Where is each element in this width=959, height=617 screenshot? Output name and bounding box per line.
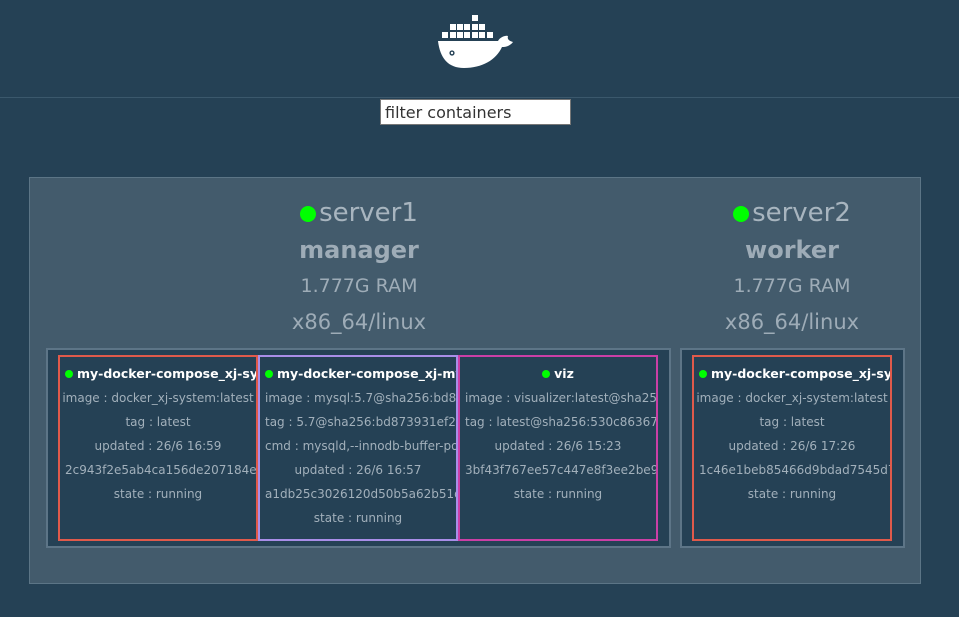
node-server2-tasks: my-docker-compose_xj-system image : dock… bbox=[680, 348, 905, 548]
node-server2-header: server2 worker 1.777G RAM x86_64/linux bbox=[682, 178, 902, 348]
status-dot-icon bbox=[542, 370, 551, 378]
service-tag: tag : latest@sha256:530c863672e7 bbox=[465, 415, 658, 429]
service-state: state : running bbox=[313, 511, 403, 525]
node-name: server1 bbox=[220, 196, 498, 230]
node-arch: x86_64/linux bbox=[724, 310, 860, 334]
status-dot-icon bbox=[733, 206, 750, 222]
node-server1-tasks: my-docker-compose_xj-system image : dock… bbox=[46, 348, 671, 548]
service-image: image : visualizer:latest@sha256:5 bbox=[465, 391, 658, 405]
docker-whale-icon bbox=[438, 15, 513, 68]
service-updated: updated : 26/6 15:23 bbox=[494, 439, 622, 453]
node-arch: x86_64/linux bbox=[291, 310, 427, 334]
service-id: 1c46e1beb85466d9bdad7545d72c bbox=[699, 463, 892, 477]
service-updated: updated : 26/6 17:26 bbox=[728, 439, 856, 453]
service-card-xj-mysql[interactable]: my-docker-compose_xj-mysql image : mysql… bbox=[258, 355, 458, 541]
cluster-panel: server1 manager 1.777G RAM x86_64/linux … bbox=[29, 177, 921, 584]
service-tag: tag : latest bbox=[759, 415, 825, 429]
status-dot-icon bbox=[699, 370, 707, 378]
service-title: my-docker-compose_xj-system bbox=[694, 366, 890, 382]
service-tag: tag : latest bbox=[125, 415, 191, 429]
node-server1-header: server1 manager 1.777G RAM x86_64/linux bbox=[220, 178, 498, 348]
service-card-xj-system[interactable]: my-docker-compose_xj-system image : dock… bbox=[58, 355, 258, 541]
service-image: image : docker_xj-system:latest bbox=[696, 391, 888, 405]
node-name-label: server2 bbox=[752, 198, 851, 228]
service-name: my-docker-compose_xj-system bbox=[77, 366, 258, 381]
service-id: 2c943f2e5ab4ca156de207184ea5a bbox=[65, 463, 258, 477]
service-title: my-docker-compose_xj-system bbox=[60, 366, 256, 382]
service-image: image : docker_xj-system:latest bbox=[62, 391, 254, 405]
service-state: state : running bbox=[113, 487, 203, 501]
node-role: manager bbox=[299, 236, 419, 264]
service-title: my-docker-compose_xj-mysql bbox=[260, 366, 456, 382]
node-role: worker bbox=[745, 236, 839, 264]
node-ram: 1.777G RAM bbox=[733, 275, 851, 297]
service-name: my-docker-compose_xj-system bbox=[711, 366, 892, 381]
status-dot-icon bbox=[65, 370, 73, 378]
service-name: viz bbox=[554, 366, 574, 381]
service-image: image : mysql:5.7@sha256:bd8739 bbox=[265, 391, 458, 405]
app-header bbox=[0, 0, 959, 98]
service-updated: updated : 26/6 16:59 bbox=[94, 439, 222, 453]
service-id: 3bf43f767ee57c447e8f3ee2be96aa bbox=[465, 463, 658, 477]
node-name: server2 bbox=[682, 196, 902, 230]
service-id: a1db25c3026120d50b5a62b51def bbox=[265, 487, 458, 501]
node-ram: 1.777G RAM bbox=[300, 275, 418, 297]
status-dot-icon bbox=[300, 206, 317, 222]
service-card-viz[interactable]: viz image : visualizer:latest@sha256:5 t… bbox=[458, 355, 658, 541]
status-dot-icon bbox=[265, 370, 273, 378]
service-updated: updated : 26/6 16:57 bbox=[294, 463, 422, 477]
service-card-xj-system[interactable]: my-docker-compose_xj-system image : dock… bbox=[692, 355, 892, 541]
filter-containers-input[interactable] bbox=[380, 99, 571, 125]
service-tag: tag : 5.7@sha256:bd873931ef20f3 bbox=[265, 415, 458, 429]
service-name: my-docker-compose_xj-mysql bbox=[277, 366, 456, 381]
node-name-label: server1 bbox=[319, 198, 418, 228]
service-title: viz bbox=[460, 366, 656, 382]
service-state: state : running bbox=[513, 487, 603, 501]
service-state: state : running bbox=[747, 487, 837, 501]
service-cmd: cmd : mysqld,--innodb-buffer-pool bbox=[265, 439, 458, 453]
